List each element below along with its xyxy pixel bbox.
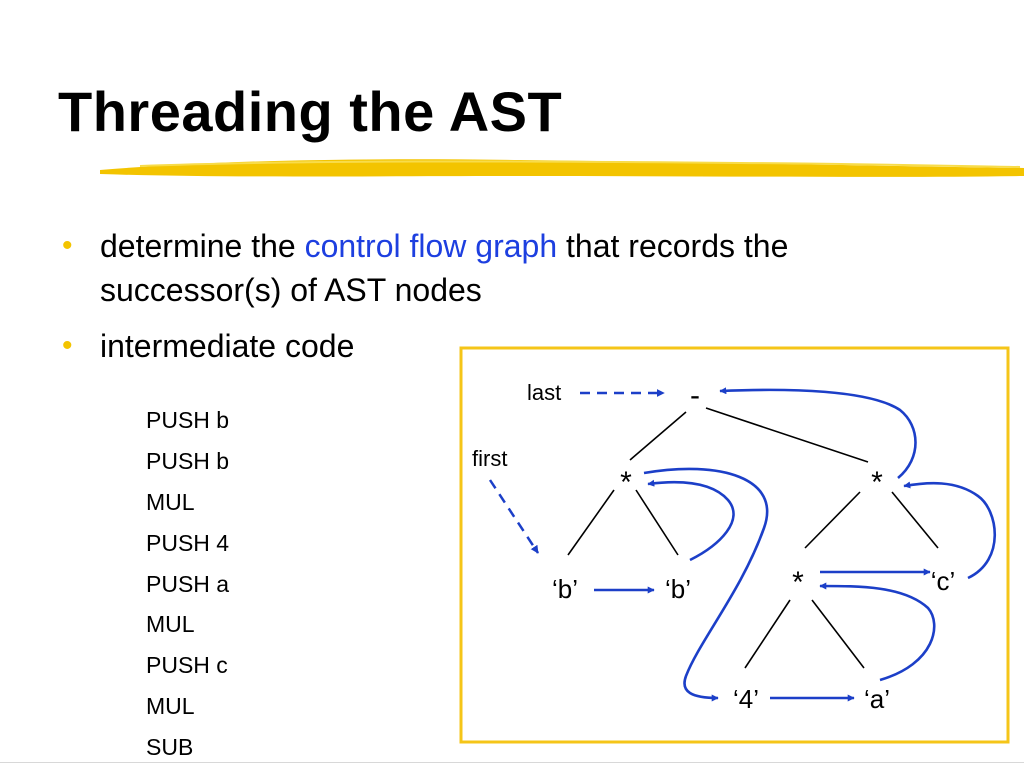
code-line: MUL (146, 693, 195, 720)
slide-title: Threading the AST (58, 80, 563, 143)
bullet-dot-icon: • (62, 229, 73, 262)
last-label: last (527, 380, 561, 405)
intermediate-code-list: PUSH b PUSH b MUL PUSH 4 PUSH a MUL PUSH… (146, 400, 229, 768)
tree-edge (629, 411, 687, 461)
bullet-cfg: • determine the control flow graph that … (62, 224, 922, 312)
node-a: ‘a’ (864, 684, 890, 714)
first-label: first (472, 446, 507, 471)
node-c: ‘c’ (931, 566, 956, 596)
code-line: SUB (146, 734, 194, 761)
node-b1: ‘b’ (552, 574, 578, 604)
flow-arrow-mul-right-to-root (719, 387, 917, 479)
node-mul-right: * (871, 466, 883, 499)
code-line: PUSH c (146, 652, 228, 679)
flow-arrow-b2-to-mul-left (647, 479, 735, 562)
code-line: MUL (146, 611, 195, 638)
bullet-cfg-highlight: control flow graph (304, 228, 558, 264)
tree-edge (891, 491, 939, 549)
code-line: PUSH 4 (146, 529, 230, 556)
bullet-dot-icon: • (62, 329, 73, 362)
tree-edge (635, 489, 679, 556)
code-line: MUL (146, 488, 195, 515)
title-underline-brush (100, 159, 1024, 177)
flow-arrow-c-to-mul-right (903, 481, 996, 580)
node-b2: ‘b’ (665, 574, 691, 604)
footer-divider (0, 762, 1024, 763)
tree-edge (811, 599, 865, 669)
bullet-intermediate-text: intermediate code (100, 328, 355, 364)
tree-edge (705, 407, 869, 463)
bullet-cfg-text-after: that records the successor(s) of AST nod… (100, 228, 789, 308)
node-mul-left: * (620, 466, 632, 499)
bullet-intermediate: • intermediate code (62, 324, 922, 368)
node-four: ‘4’ (733, 684, 759, 714)
bullet-list: • determine the control flow graph that … (62, 224, 922, 368)
node-root: - (690, 379, 700, 412)
tree-edge (804, 491, 861, 549)
code-line: PUSH b (146, 407, 230, 433)
node-mul-mid: * (792, 566, 804, 599)
tree-edge (744, 599, 791, 669)
code-line: PUSH b (146, 447, 230, 474)
flow-arrow-mul-left-to-four (643, 467, 769, 702)
code-line: PUSH a (146, 570, 230, 597)
bullet-cfg-text-before: determine the (100, 228, 305, 264)
first-pointer-arrow (488, 479, 540, 554)
flow-arrow-a-to-mul-mid (819, 582, 936, 682)
tree-edge (567, 489, 615, 556)
diagram-frame (459, 346, 1010, 744)
